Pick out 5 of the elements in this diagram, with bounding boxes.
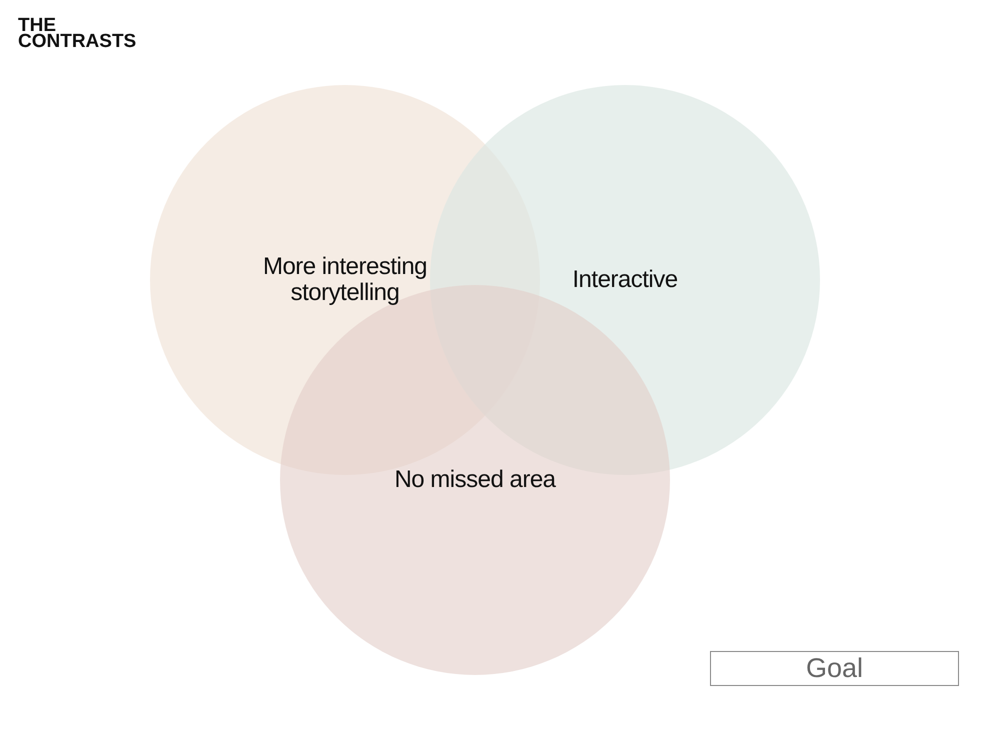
circle-label: More interesting storytelling xyxy=(262,254,428,306)
circle-label: Interactive xyxy=(571,267,679,293)
heading: THE CONTRASTS xyxy=(18,18,138,50)
circle-label: No missed area xyxy=(393,467,557,493)
goal-box: Goal xyxy=(710,651,959,686)
